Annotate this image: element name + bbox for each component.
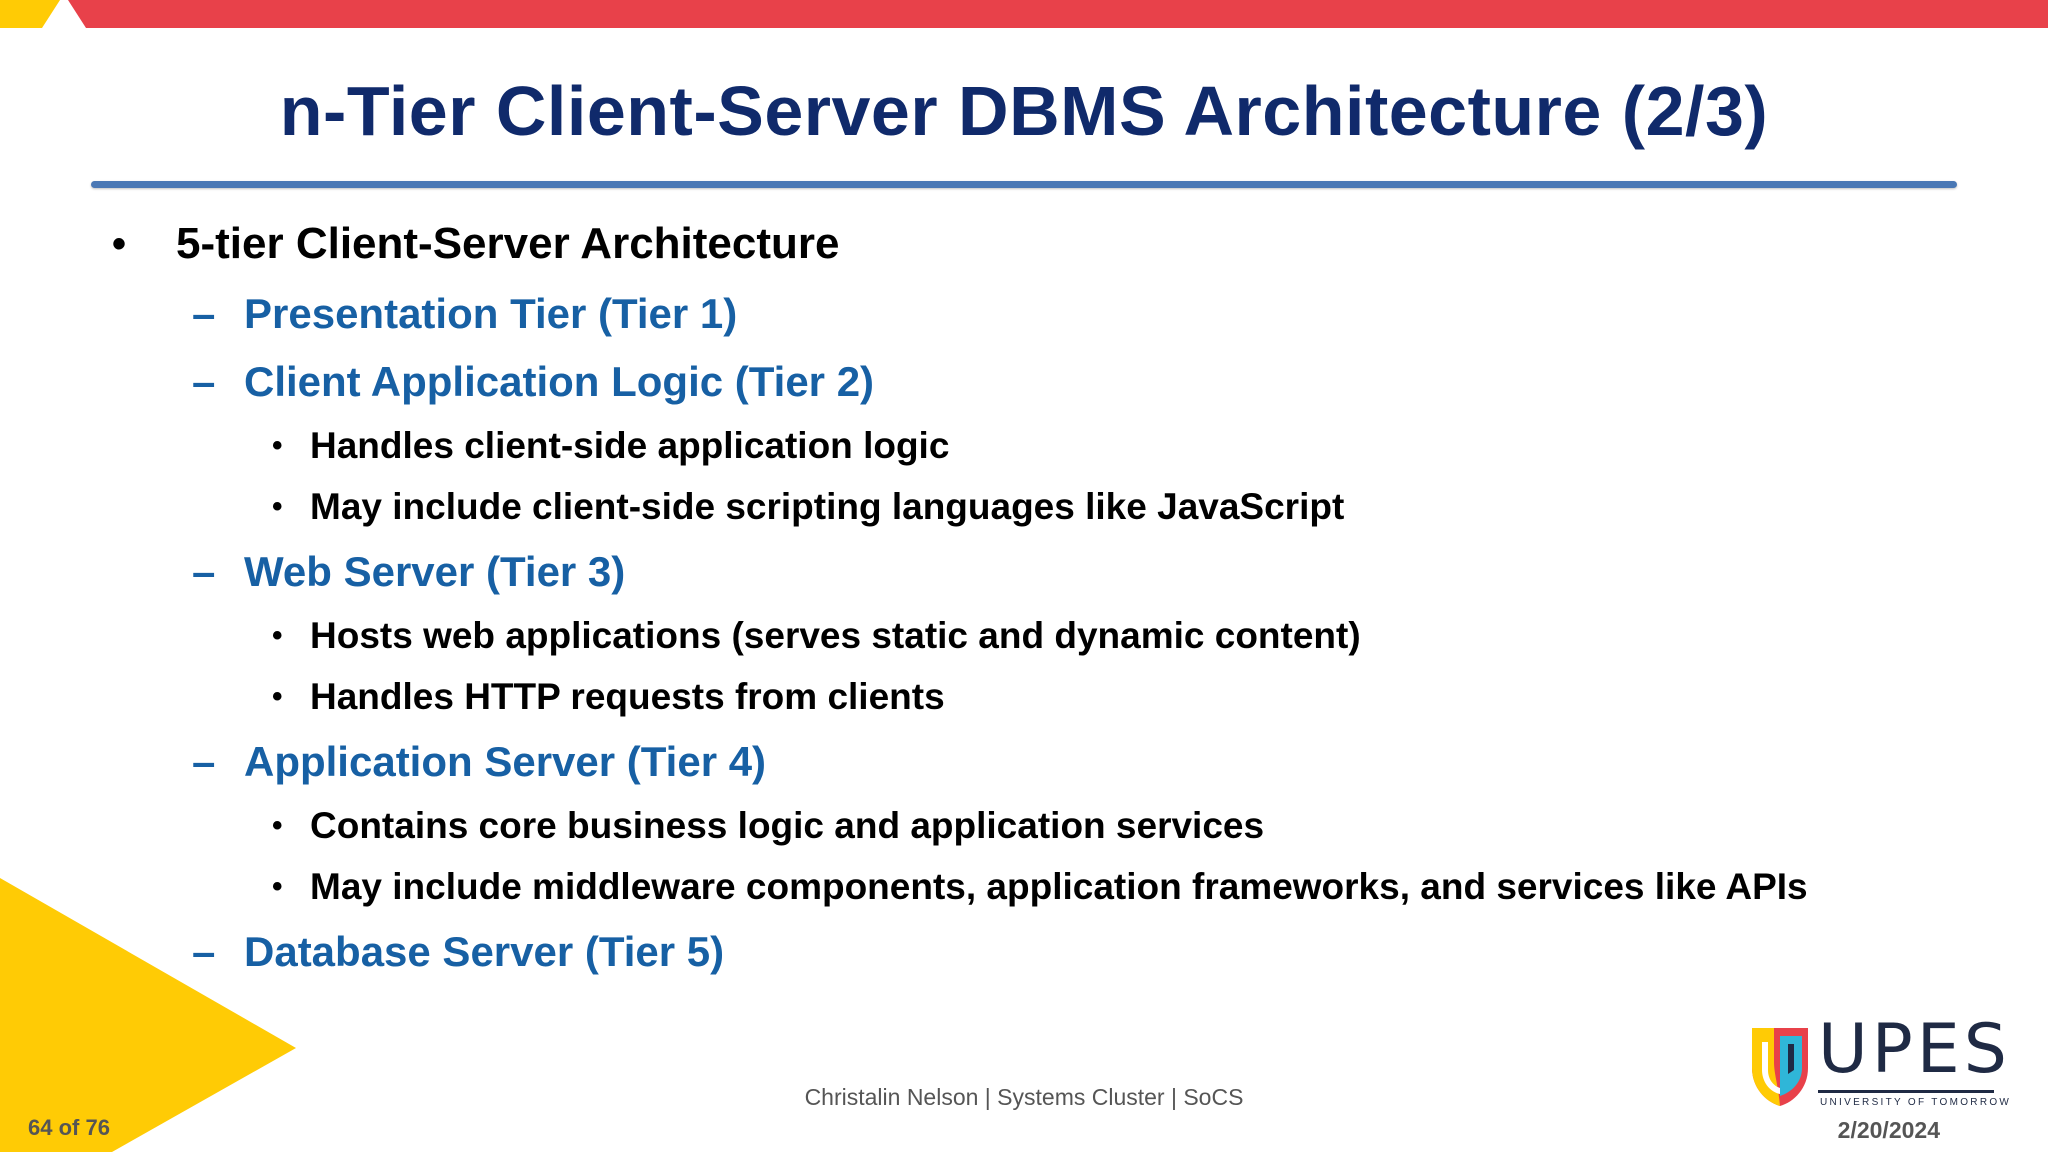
dash-marker: – <box>192 548 216 595</box>
bullet-marker: • <box>272 619 283 652</box>
dash-marker: – <box>192 358 216 405</box>
bullet-text: Handles client-side application logic <box>310 425 950 466</box>
yellow-triangle-decoration <box>0 878 296 1152</box>
dash-marker: – <box>192 928 216 975</box>
slide-date: 2/20/2024 <box>1837 1117 1940 1143</box>
footer-author: Christalin Nelson | Systems Cluster | So… <box>804 1084 1244 1110</box>
shield-icon <box>1752 1028 1808 1106</box>
upes-logo: UPES UNIVERSITY OF TOMORROW <box>1748 1010 2009 1114</box>
slide-title: n-Tier Client-Server DBMS Architecture (… <box>279 72 1769 150</box>
bullet-marker: • <box>272 490 283 523</box>
dash-marker: – <box>192 738 216 785</box>
top-accent-band <box>0 0 2048 28</box>
logo-underline <box>1818 1090 1994 1093</box>
title-divider <box>91 181 1957 188</box>
bullet-text: 5-tier Client-Server Architecture <box>176 219 840 268</box>
tier-heading: Web Server (Tier 3) <box>244 548 626 595</box>
page-number: 64 of 76 <box>28 1115 110 1140</box>
tier-heading: Database Server (Tier 5) <box>244 928 725 975</box>
bullet-text: May include client-side scripting langua… <box>310 486 1345 527</box>
bullet-marker: • <box>272 429 283 462</box>
bullet-marker: • <box>272 809 283 842</box>
bullet-marker: • <box>272 870 283 903</box>
bullet-text: Handles HTTP requests from clients <box>310 676 945 717</box>
bullet-text: Contains core business logic and applica… <box>310 805 1265 846</box>
bullet-text: May include middleware components, appli… <box>310 866 1808 907</box>
logo-tagline: UNIVERSITY OF TOMORROW <box>1820 1097 2012 1108</box>
bullet-marker: • <box>272 680 283 713</box>
bullet-marker: • <box>112 222 127 266</box>
dash-marker: – <box>192 290 216 337</box>
logo-wordmark: UPES <box>1818 1010 2011 1089</box>
tier-heading: Application Server (Tier 4) <box>244 738 767 785</box>
bullet-text: Hosts web applications (serves static an… <box>310 615 1361 656</box>
tier-heading: Presentation Tier (Tier 1) <box>244 290 738 337</box>
tier-heading: Client Application Logic (Tier 2) <box>244 358 875 405</box>
